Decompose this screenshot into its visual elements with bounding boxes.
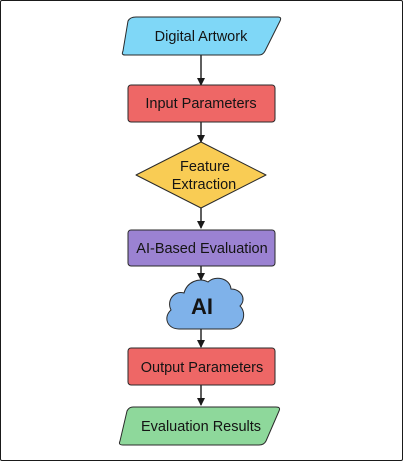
rectangle-shape xyxy=(127,347,276,386)
node-label: Input Parameters xyxy=(145,96,256,112)
diamond-shape xyxy=(135,141,267,209)
node-feature-extraction: Feature Extraction xyxy=(135,141,267,209)
node-evaluation-results: Evaluation Results xyxy=(118,406,281,446)
node-label-line-1: Feature xyxy=(180,159,230,175)
cloud-icon xyxy=(166,277,245,330)
node-label: AI xyxy=(191,294,213,319)
node-label: AI-Based Evaluation xyxy=(136,241,267,257)
node-output-parameters: Output Parameters xyxy=(127,347,276,386)
node-input-parameters: Input Parameters xyxy=(127,84,276,123)
node-label: Evaluation Results xyxy=(141,419,261,435)
rectangle-shape xyxy=(127,229,276,267)
node-label: Output Parameters xyxy=(141,360,264,376)
parallelogram-shape xyxy=(121,16,282,56)
node-label: Digital Artwork xyxy=(155,29,248,45)
rectangle-shape xyxy=(127,84,276,123)
node-digital-artwork: Digital Artwork xyxy=(121,16,282,56)
node-label-line-2: Extraction xyxy=(172,177,236,193)
parallelogram-shape xyxy=(118,406,281,446)
node-ai-based-evaluation: AI-Based Evaluation xyxy=(127,229,276,267)
node-ai-cloud: AI xyxy=(166,277,245,330)
